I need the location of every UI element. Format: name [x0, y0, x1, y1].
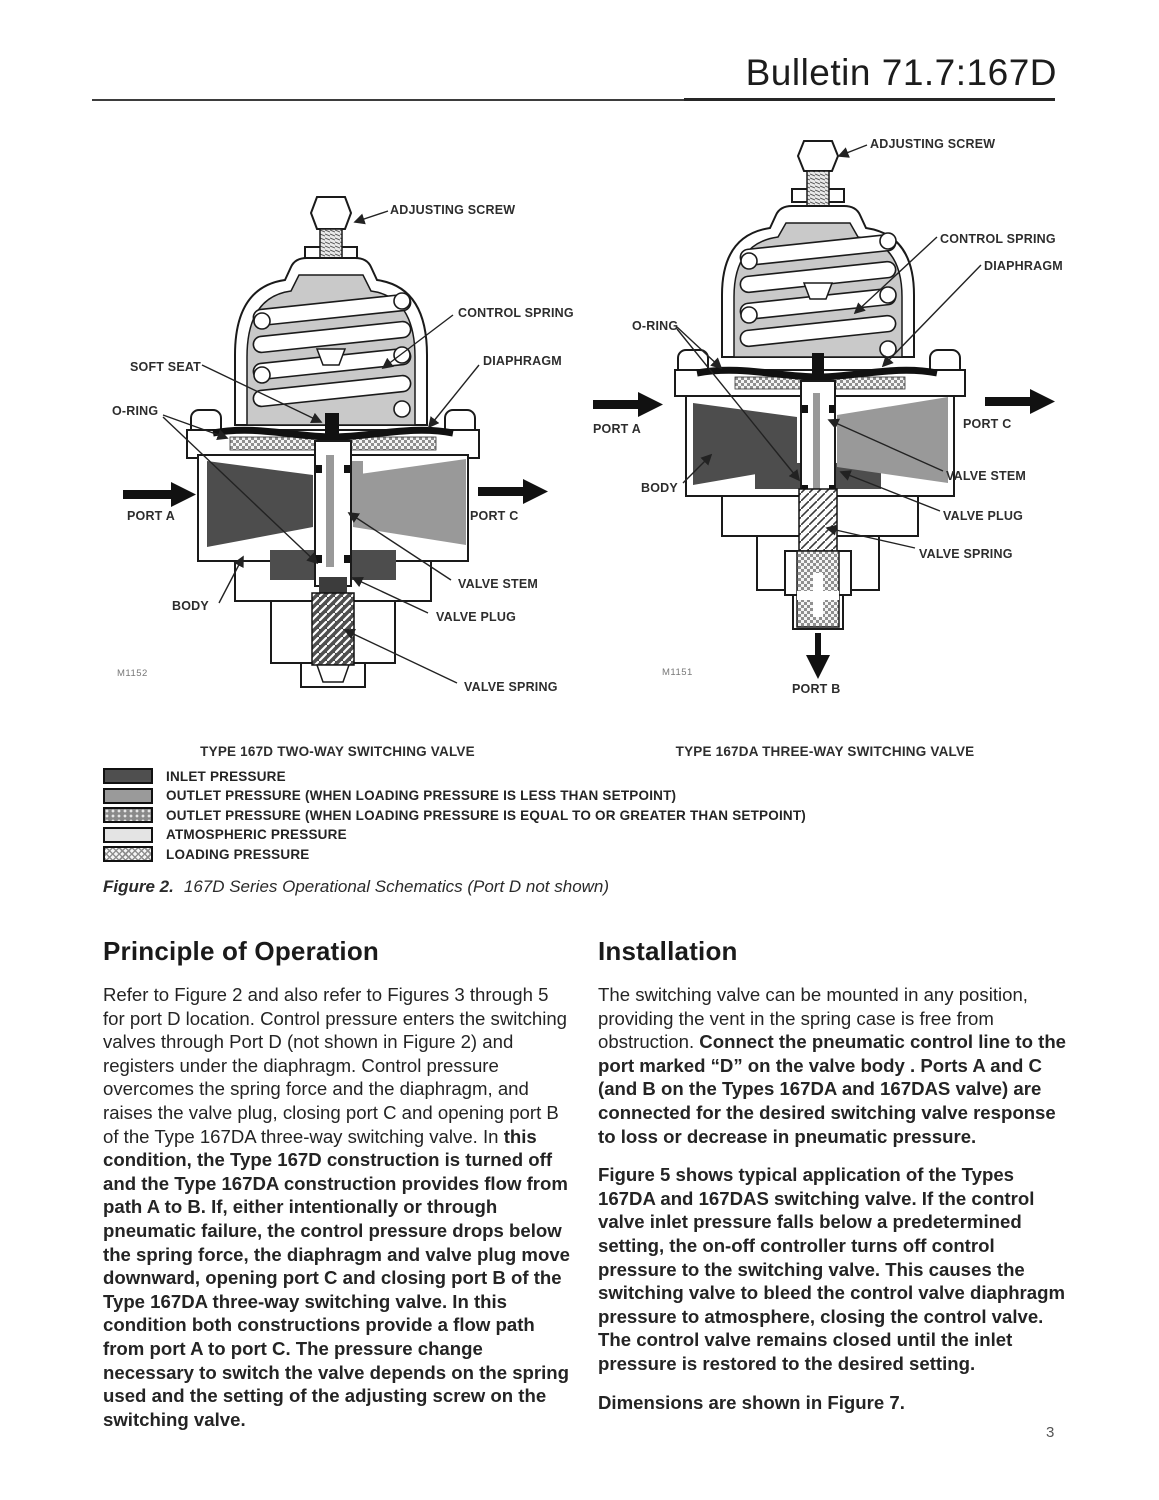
label-valve-spring: VALVE SPRING — [919, 547, 1013, 561]
legend-row: OUTLET PRESSURE (WHEN LOADING PRESSURE I… — [103, 807, 806, 823]
adjusting-screw-head-shape — [309, 196, 353, 230]
label-valve-stem: VALVE STEM — [458, 577, 539, 591]
label-port-c: PORT C — [963, 417, 1012, 431]
legend-label: ATMOSPHERIC PRESSURE — [166, 827, 347, 842]
body-paragraph: Dimensions are shown in Figure 7. — [598, 1391, 905, 1413]
body-paragraph: Refer to Figure 2 and also refer to Figu… — [103, 983, 575, 1431]
label-adjusting-screw: ADJUSTING SCREW — [870, 137, 996, 151]
valve-stem-shape — [326, 455, 334, 567]
label-port-c: PORT C — [470, 509, 519, 523]
valve-diagram-167da-three-way — [593, 140, 1055, 679]
caption-167d: TYPE 167D TWO-WAY SWITCHING VALVE — [200, 744, 475, 759]
label-diaphragm: DIAPHRAGM — [483, 354, 562, 368]
valve-plug-shape — [319, 577, 347, 593]
legend-swatch-outlet-greater — [103, 807, 153, 823]
label-diaphragm: DIAPHRAGM — [984, 259, 1063, 273]
leader-lines — [676, 144, 982, 549]
paragraph-text: Refer to Figure 2 and also refer to Figu… — [103, 984, 568, 1147]
section-installation: Installation The switching valve can be … — [598, 936, 1068, 1429]
body-paragraph: Figure 5 shows typical application of th… — [598, 1164, 1066, 1374]
control-spring-shape — [739, 232, 897, 358]
label-adjusting-screw: ADJUSTING SCREW — [390, 203, 516, 217]
figure-caption: Figure 2. 167D Series Operational Schemat… — [103, 877, 609, 897]
legend-swatch-loading — [103, 846, 153, 862]
label-control-spring: CONTROL SPRING — [940, 232, 1056, 246]
label-soft-seat: SOFT SEAT — [130, 360, 202, 374]
port-c-flow-arrow — [985, 389, 1055, 414]
legend-swatch-inlet — [103, 768, 153, 784]
page-number: 3 — [1046, 1424, 1055, 1441]
legend-row: OUTLET PRESSURE (WHEN LOADING PRESSURE I… — [103, 787, 806, 804]
drawing-number-right: M1151 — [662, 667, 693, 678]
header-rule-right — [684, 98, 1055, 101]
label-valve-stem: VALVE STEM — [946, 469, 1027, 483]
legend-row: ATMOSPHERIC PRESSURE — [103, 826, 806, 843]
port-c-flow-arrow — [478, 479, 548, 504]
spring-plug-shape — [315, 664, 351, 683]
label-body: BODY — [172, 599, 209, 613]
body-paragraph: The switching valve can be mounted in an… — [598, 983, 1068, 1148]
label-port-a: PORT A — [593, 422, 641, 436]
inlet-pressure-region — [207, 461, 313, 547]
valve-spring-shape — [798, 488, 838, 552]
label-o-ring: O-RING — [632, 319, 679, 333]
spring-seat-shape — [315, 348, 347, 366]
label-valve-spring: VALVE SPRING — [464, 680, 558, 694]
spring-seat-shape — [802, 282, 834, 300]
seat-shape — [812, 353, 824, 379]
paragraph-text-bold: this condition, the Type 167D constructi… — [103, 1125, 571, 1430]
page-title: Bulletin 71.7:167D — [745, 52, 1057, 93]
label-valve-plug: VALVE PLUG — [943, 509, 1024, 523]
section-heading: Principle of Operation — [103, 936, 379, 966]
label-o-ring: O-RING — [112, 404, 159, 418]
valve-diagram-167d-two-way — [123, 196, 548, 688]
legend-label: OUTLET PRESSURE (WHEN LOADING PRESSURE I… — [166, 788, 677, 803]
drawing-number-left: M1152 — [117, 668, 148, 679]
label-port-b: PORT B — [792, 682, 841, 696]
legend-row: LOADING PRESSURE — [103, 846, 806, 862]
adjusting-screw-head-shape — [796, 140, 840, 172]
valve-spring-shape — [311, 592, 355, 666]
pressure-legend: INLET PRESSURE OUTLET PRESSURE (WHEN LOA… — [103, 768, 806, 867]
leader-lines — [162, 210, 480, 684]
label-valve-plug: VALVE PLUG — [436, 610, 517, 624]
port-a-flow-arrow — [123, 482, 196, 507]
figure-caption-number: Figure 2. — [103, 877, 174, 896]
outlet-pressure-region — [353, 459, 466, 545]
section-heading: Installation — [598, 936, 738, 966]
legend-label: INLET PRESSURE — [166, 768, 286, 784]
paragraph-text-bold: Connect the pneumatic control line to th… — [598, 1031, 1067, 1147]
port-a-flow-arrow — [593, 392, 663, 417]
legend-label: LOADING PRESSURE — [166, 846, 310, 862]
caption-167da: TYPE 167DA THREE-WAY SWITCHING VALVE — [675, 744, 975, 759]
label-control-spring: CONTROL SPRING — [458, 306, 574, 320]
figure-caption-text: 167D Series Operational Schematics (Port… — [183, 877, 610, 896]
legend-label: OUTLET PRESSURE (WHEN LOADING PRESSURE I… — [166, 807, 806, 823]
soft-seat-shape — [325, 413, 339, 439]
legend-row: INLET PRESSURE — [103, 768, 806, 784]
valve-stem-shape — [813, 393, 820, 491]
label-body: BODY — [641, 481, 678, 495]
section-principle-of-operation: Principle of Operation Refer to Figure 2… — [103, 936, 575, 1446]
label-port-a: PORT A — [127, 509, 175, 523]
port-b-flow-arrow — [806, 633, 830, 679]
legend-swatch-atmospheric — [103, 826, 153, 843]
legend-swatch-outlet-less — [103, 787, 153, 804]
paragraph-text: The switching valve can be mounted in an… — [598, 984, 1028, 1053]
header-rule-left — [92, 99, 684, 101]
